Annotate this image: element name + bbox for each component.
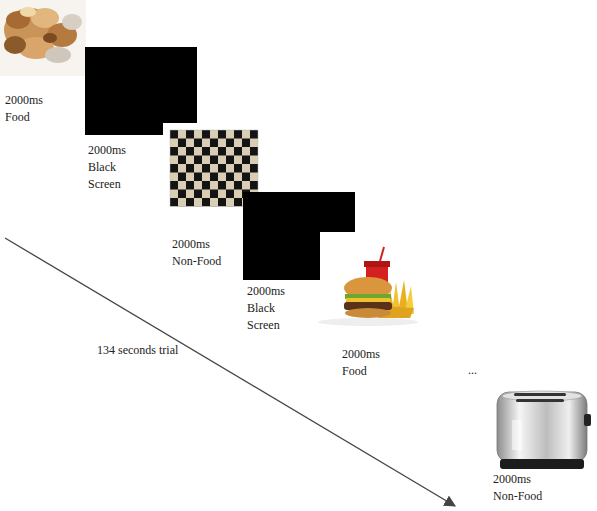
trial-step: 2000ms Black Screen bbox=[88, 142, 140, 193]
trial-step: 2000ms Black Screen bbox=[247, 283, 299, 334]
duration-label: 134 seconds trial bbox=[97, 342, 178, 359]
step-label: 2000ms Black Screen bbox=[88, 142, 140, 193]
step-label: 2000ms Non-Food bbox=[172, 236, 230, 270]
step-label: 2000ms Black Screen bbox=[247, 283, 299, 334]
step-label: 2000ms Food bbox=[5, 92, 61, 126]
black-screen bbox=[85, 47, 197, 135]
burger-photo bbox=[318, 232, 425, 330]
continuation-mark: ... bbox=[468, 362, 477, 379]
pastries-photo bbox=[0, 0, 86, 76]
trial-step: 2000ms Food bbox=[5, 92, 61, 126]
trial-step: 2000ms Non-Food bbox=[493, 471, 551, 505]
trial-step: 2000ms Non-Food bbox=[172, 236, 230, 270]
step-label: 2000ms Food bbox=[342, 346, 398, 380]
toaster-photo bbox=[497, 391, 591, 469]
trial-step: 2000ms Food bbox=[342, 346, 398, 380]
timeline-arrow bbox=[5, 238, 455, 506]
step-label: 2000ms Non-Food bbox=[493, 471, 551, 505]
